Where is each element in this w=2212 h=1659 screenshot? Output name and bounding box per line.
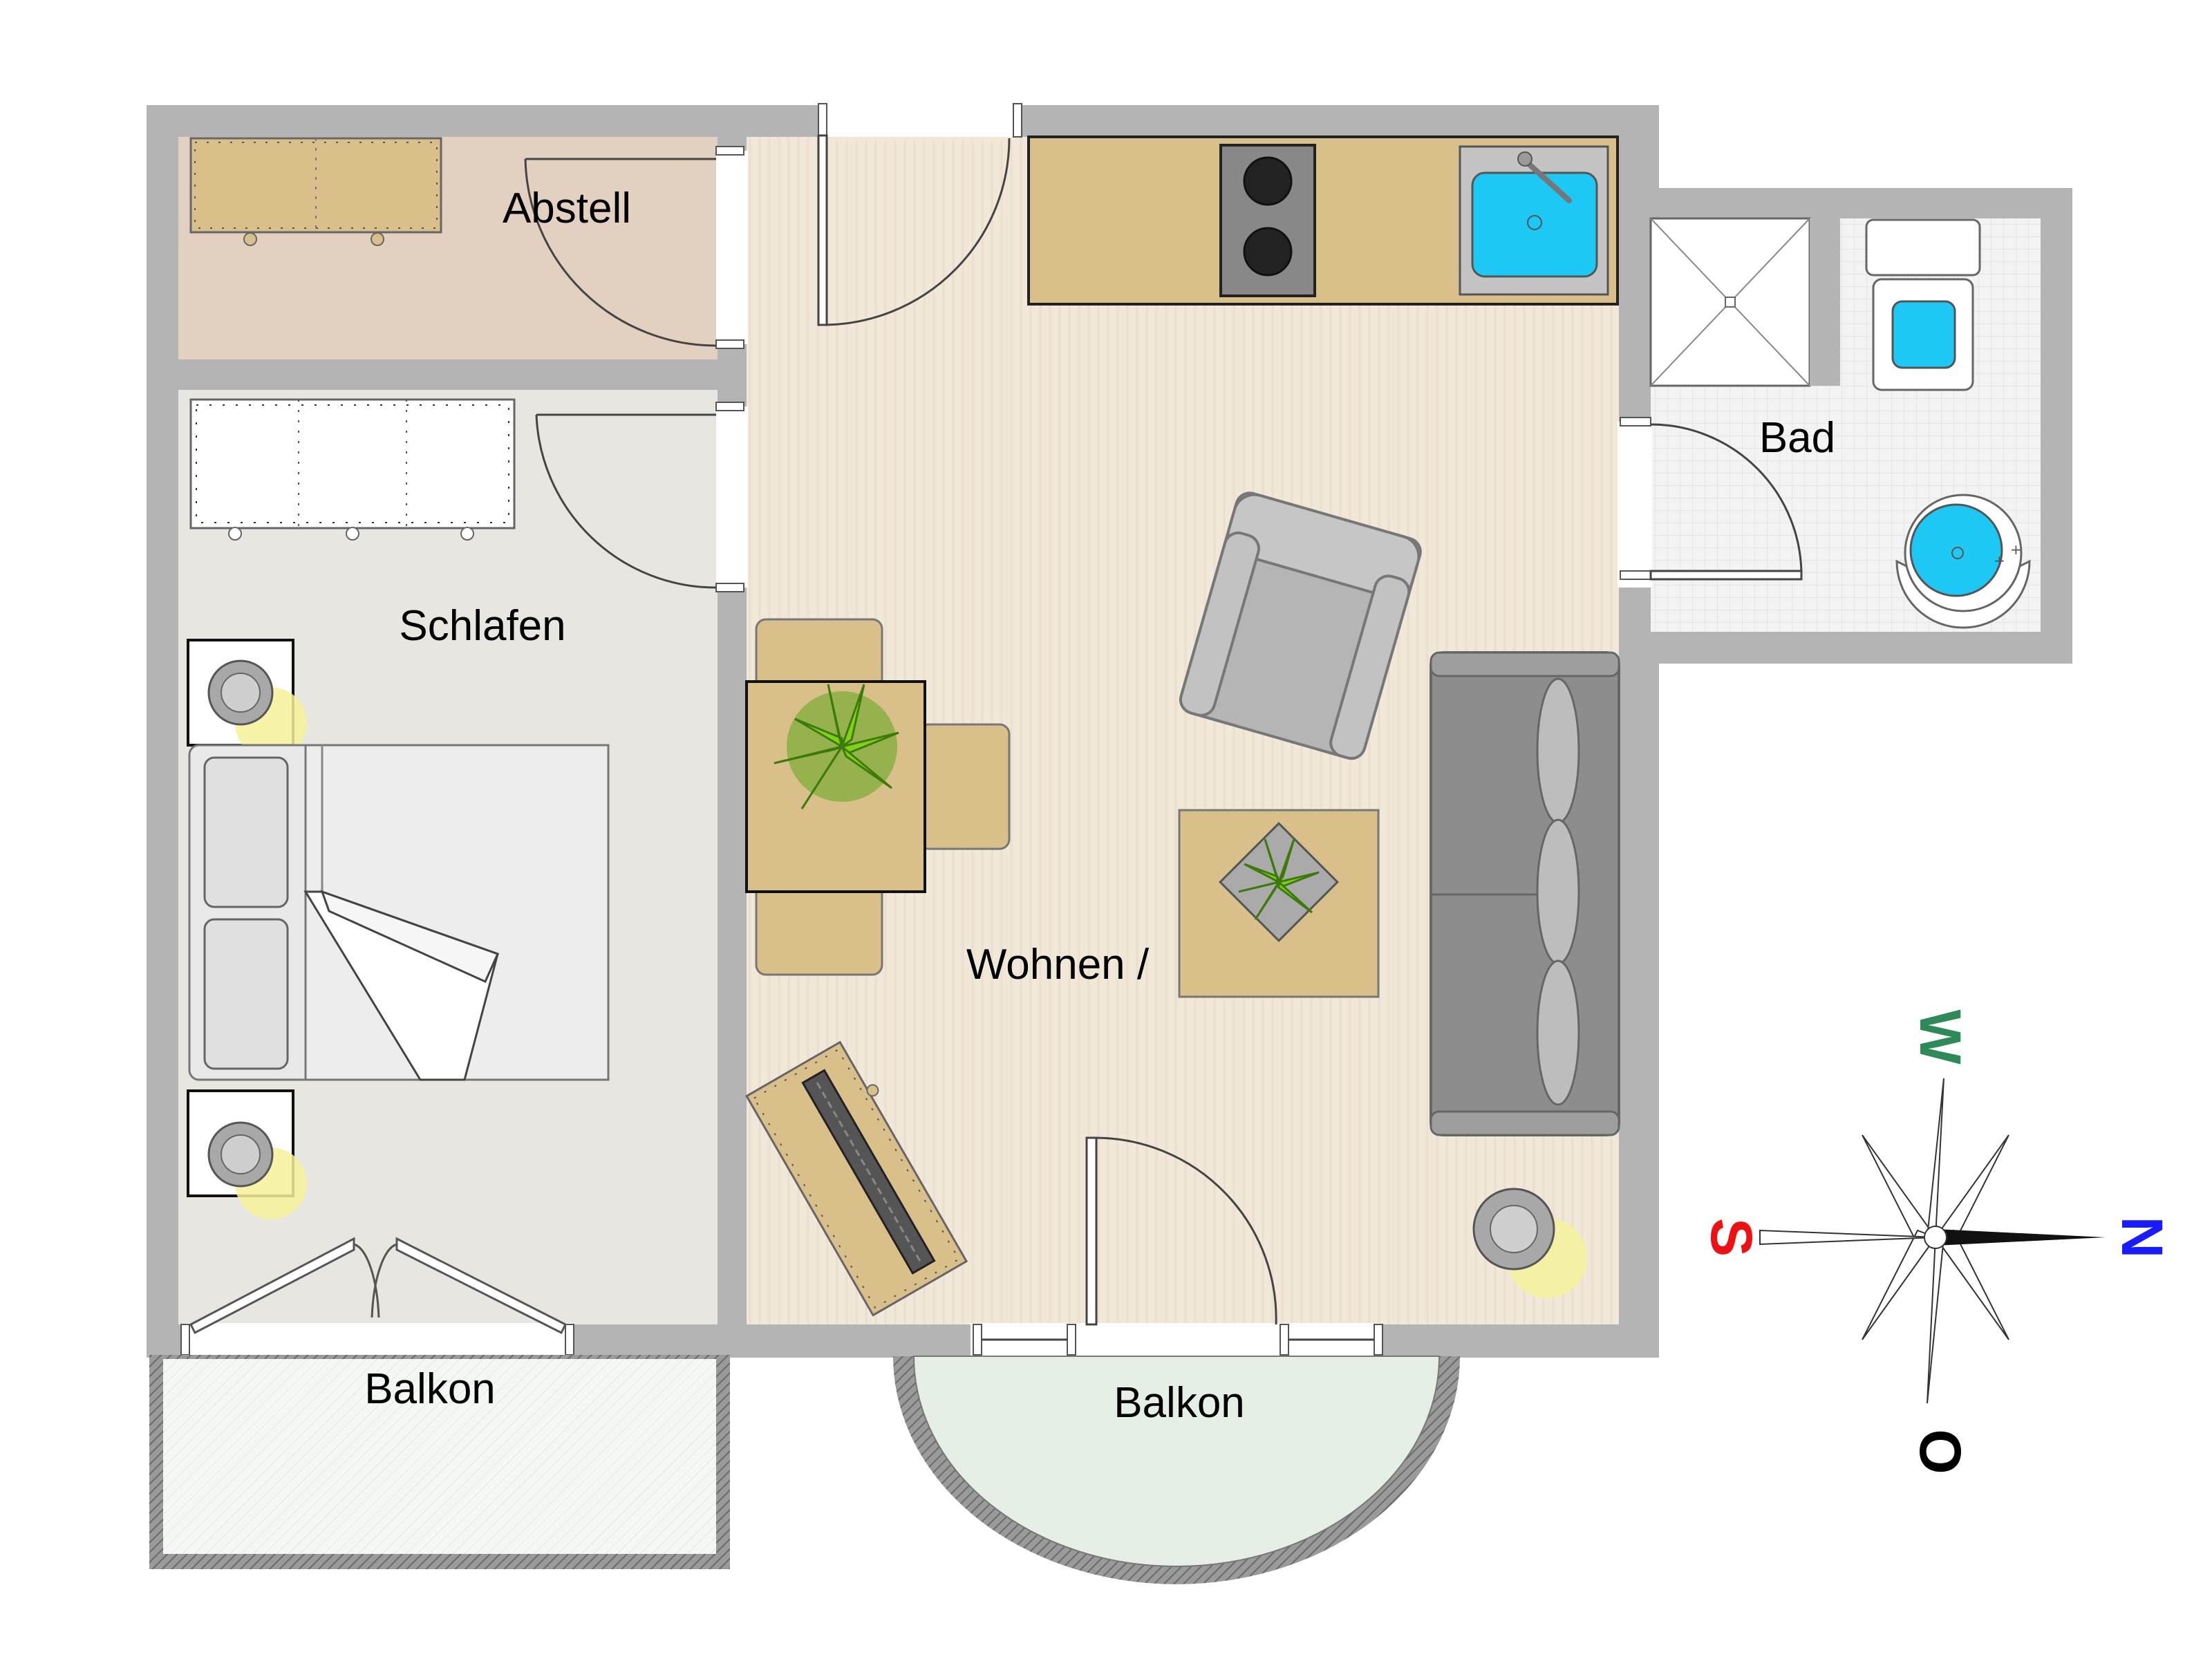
nightstand-bottom [187, 1089, 307, 1219]
svg-text:+: + [1994, 552, 2005, 569]
coffee-table [1178, 809, 1380, 998]
shower [1649, 217, 1811, 387]
tv-bench [745, 1040, 968, 1317]
right-balcony-door [982, 1136, 1374, 1341]
stove-burner [1243, 227, 1293, 276]
entrance-sill [823, 137, 1018, 141]
toilet [1865, 218, 1981, 391]
wash-basin: + + [1895, 494, 2031, 629]
compass-needle-north [1936, 1229, 2106, 1246]
abstell-door-gap [716, 151, 748, 344]
room-label-balkon-right: Balkon [1114, 1379, 1245, 1427]
wardrobe [189, 398, 516, 541]
right-balcony-floor [912, 1356, 1441, 1567]
compass-label-north: N [2110, 1217, 2175, 1259]
bad-door-gap [1618, 422, 1652, 588]
chair [918, 723, 1011, 850]
stove-burner [1243, 156, 1293, 206]
compass-label-south: S [1699, 1218, 1764, 1257]
room-label-abstell: Abstell [503, 185, 631, 232]
nightstand-top [187, 639, 307, 759]
left-balcony-floor [163, 1359, 716, 1554]
door-frame-stubs [180, 103, 1651, 1356]
left-balcony-opening [185, 1323, 572, 1359]
left-balcony-door [189, 1237, 568, 1335]
compass-label-east: O [1908, 1429, 1973, 1474]
shower-wall [1810, 218, 1840, 386]
schlafen-door [535, 413, 717, 589]
armchair [1179, 491, 1422, 760]
abstell-door [524, 158, 717, 347]
room-label-schlafen: Schlafen [399, 602, 565, 650]
room-label-bad: Bad [1759, 414, 1835, 462]
plant-icon [774, 684, 899, 809]
room-label-balkon-left: Balkon [364, 1365, 496, 1413]
double-bed [188, 744, 610, 1081]
bad-door [1649, 423, 1803, 581]
entrance-door [817, 134, 1011, 326]
entrance-gap [823, 104, 1018, 138]
floor-lamp [1472, 1188, 1587, 1298]
schlafen-door-gap [716, 406, 748, 588]
plant-icon [1238, 838, 1320, 920]
room-label-wohnen: Wohnen / [966, 941, 1150, 988]
right-balcony-opening [971, 1323, 1380, 1359]
svg-text:+: + [2010, 541, 2022, 558]
kitchen-counter [1027, 135, 1619, 306]
compass-label-west: W [1908, 1009, 1973, 1065]
sofa [1430, 651, 1620, 1136]
abstell-shelf [189, 137, 442, 246]
dining-set [745, 618, 1011, 976]
compass-rose [1759, 1078, 2106, 1404]
